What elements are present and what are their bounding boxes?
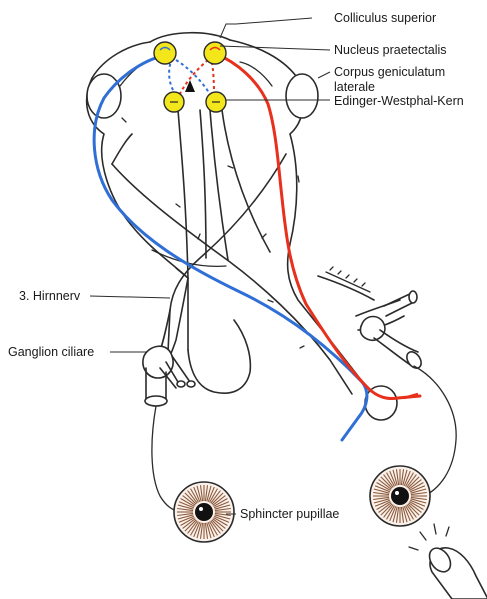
corpus-geniculatum-right <box>286 74 318 118</box>
optic-nerve-stump-left <box>145 396 167 406</box>
label-colliculus-superior: Colliculus superior <box>334 11 436 25</box>
pupil-right <box>391 487 409 505</box>
label-ganglion-ciliare: Ganglion ciliare <box>8 345 94 359</box>
nucleus-praetectalis-left <box>154 42 176 64</box>
nucleus-praetectalis-right <box>204 42 226 64</box>
eye-left <box>174 482 234 542</box>
flashlight-icon <box>409 524 487 599</box>
pupil-left <box>195 503 213 521</box>
label-laterale: laterale <box>334 80 375 94</box>
eye-right <box>370 466 430 526</box>
label-sphincter-pupillae: Sphincter pupillae <box>240 507 339 521</box>
label-nucleus-praetectalis: Nucleus praetectalis <box>334 43 447 57</box>
label-corpus-geniculatum: Corpus geniculatum <box>334 65 445 79</box>
afferent-pathway-left <box>94 56 367 440</box>
efferent-left <box>152 406 180 512</box>
label-hirnnerv: 3. Hirnnerv <box>19 289 81 303</box>
label-edinger-westphal: Edinger-Westphal-Kern <box>334 94 464 108</box>
